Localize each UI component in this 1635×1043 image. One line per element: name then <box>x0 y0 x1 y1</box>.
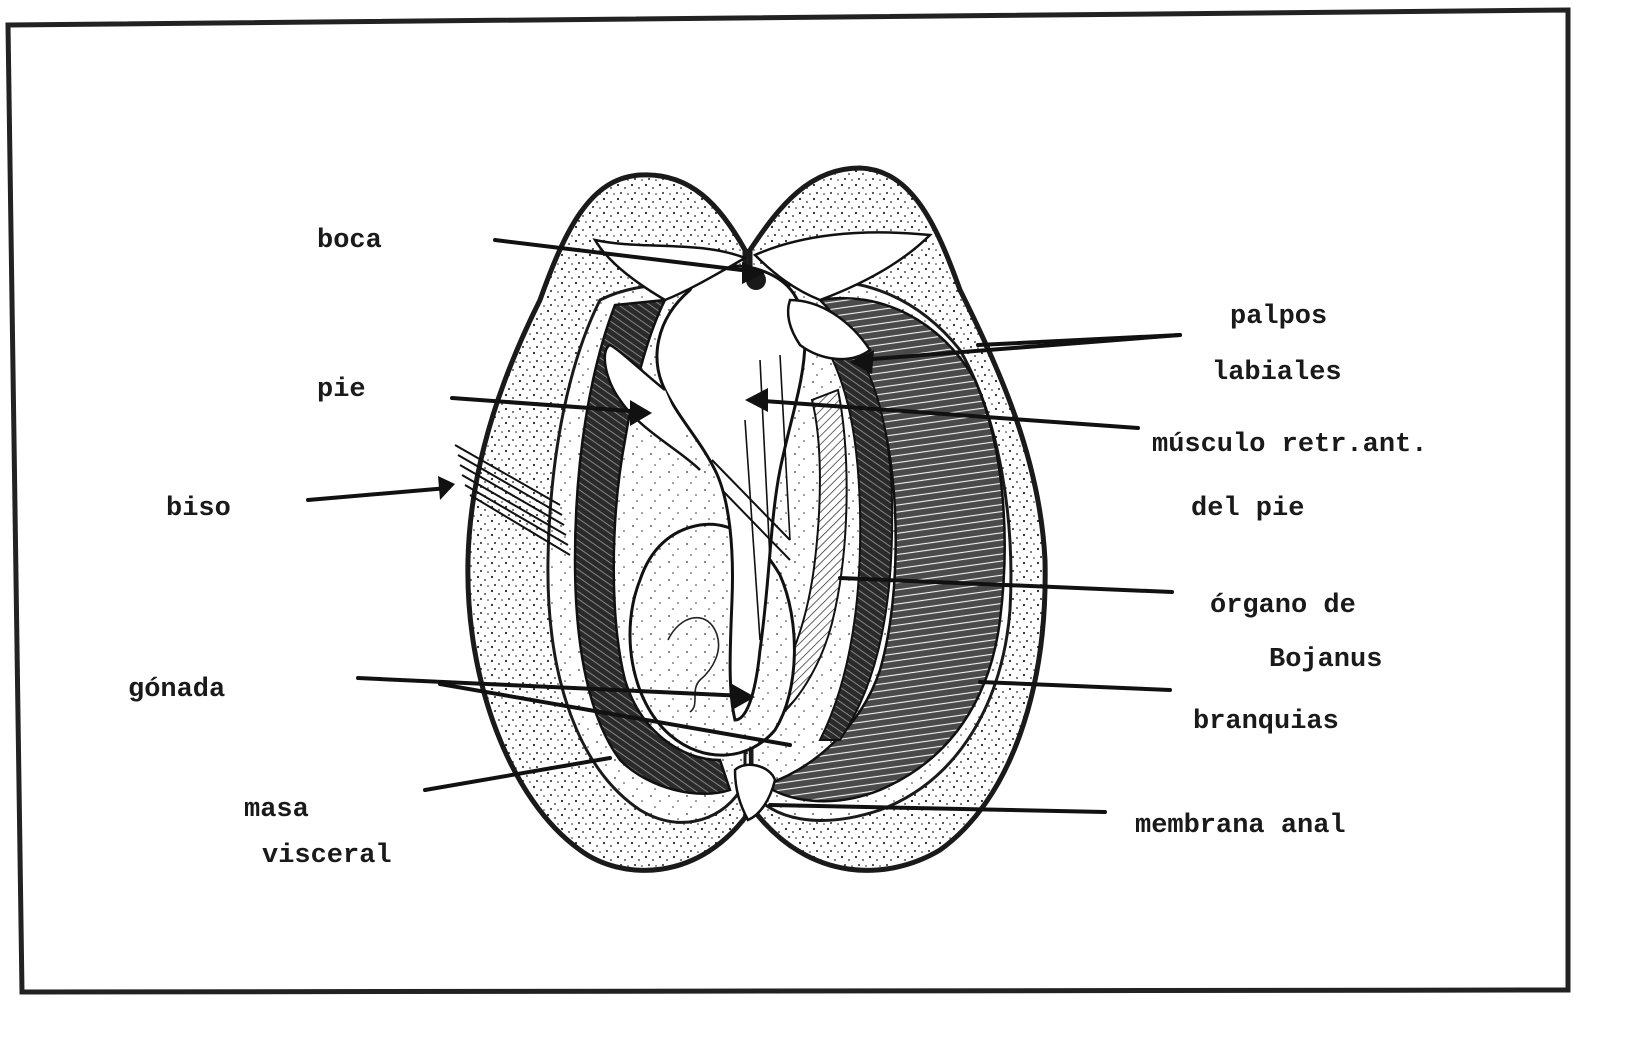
label-palpos-line1: palpos <box>1230 304 1327 331</box>
label-masa-line2: visceral <box>262 843 392 870</box>
label-musculo-line2: del pie <box>1191 496 1304 523</box>
leader-biso <box>308 488 448 500</box>
label-musculo-line1: músculo retr.ant. <box>1152 432 1427 459</box>
label-organo-line2: Bojanus <box>1269 647 1382 674</box>
label-biso: biso <box>166 496 231 523</box>
label-pie: pie <box>317 377 366 404</box>
label-masa-line1: masa <box>244 797 309 824</box>
label-organo-line1: órgano de <box>1210 593 1356 620</box>
label-membrana: membrana anal <box>1135 813 1346 840</box>
label-palpos-line2: labiales <box>1212 360 1342 387</box>
label-branquias: branquias <box>1193 709 1339 736</box>
arrow-biso <box>438 476 455 500</box>
label-gonada: gónada <box>128 677 225 704</box>
label-boca: boca <box>317 228 382 255</box>
